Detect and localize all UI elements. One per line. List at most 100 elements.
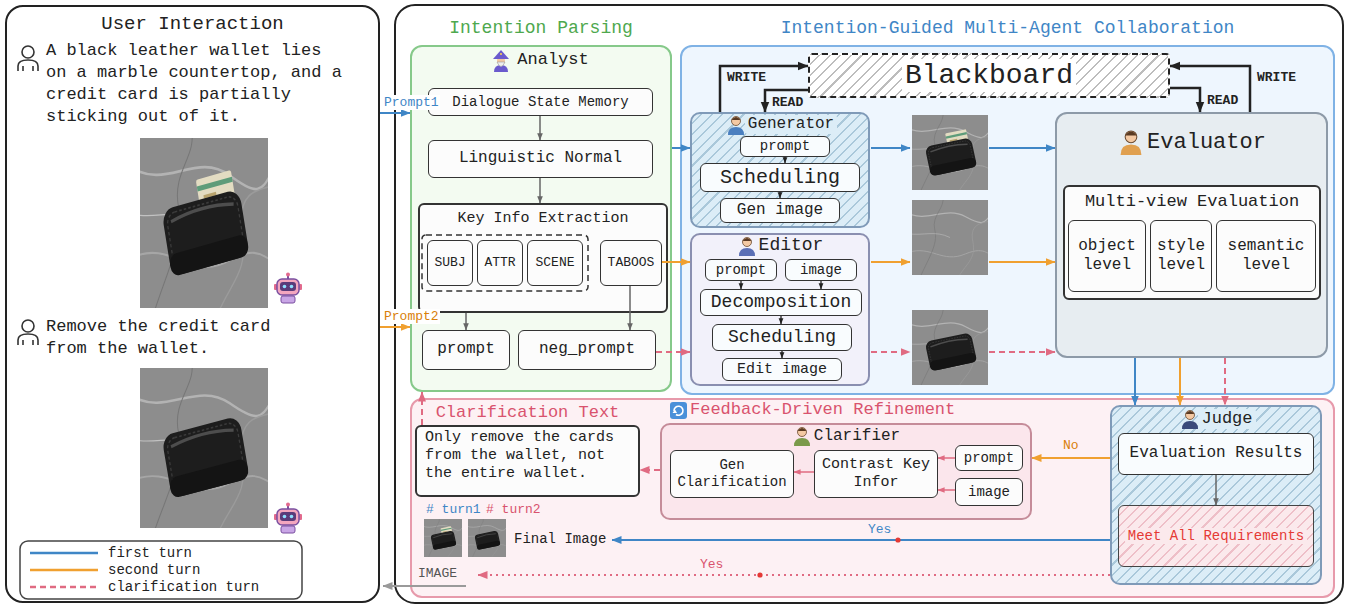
box-label: Decomposition — [711, 292, 851, 314]
note-label: # turn2 — [486, 502, 541, 518]
box-body: Only remove the cards from the wallet, n… — [425, 429, 630, 483]
criterion-box: style level — [1150, 220, 1212, 292]
outer-panel — [395, 5, 1343, 603]
legend-text: second turn — [108, 562, 200, 578]
criterion-box: object level — [1068, 220, 1146, 292]
wizard-icon — [493, 50, 509, 72]
box-heading: Judge — [1198, 409, 1255, 429]
connector-arrow — [1134, 358, 1136, 405]
agent-icon — [794, 428, 810, 447]
legend-row: clarification turn — [28, 579, 259, 595]
flow-arrow — [989, 261, 1055, 263]
process-box: Linguistic Normal — [428, 140, 653, 178]
box-label: neg_prompt — [539, 340, 635, 359]
box-heading: User Interaction — [101, 13, 283, 36]
connector-arrow — [938, 457, 955, 459]
agent-box: object levelstyle levelsemantic levelMul… — [1055, 112, 1328, 358]
legend-sample — [28, 546, 100, 560]
group-box: SUBJATTRSCENETABOOSKey Info Extraction — [418, 203, 668, 313]
photo — [466, 517, 508, 559]
connector-arrow — [539, 116, 541, 140]
connector-arrow — [820, 281, 821, 289]
box-heading: Clarification Text — [436, 403, 620, 423]
step-box: Gen image — [720, 198, 840, 223]
connector-arrow — [640, 469, 660, 471]
connector-arrow — [740, 281, 741, 289]
label-anchor: No — [1062, 438, 1080, 453]
box-label: SUBJ — [434, 255, 465, 271]
step-box: image — [785, 259, 857, 281]
connector-arrow — [938, 489, 955, 491]
box-label: Gen image — [737, 201, 823, 220]
connector-arrow — [421, 392, 423, 425]
label-anchor: WRITE — [1256, 70, 1297, 85]
box-heading: Intention-Guided Multi-Agent Collaborati… — [781, 18, 1235, 40]
connector-arrow — [779, 192, 780, 198]
edge-label: READ — [771, 95, 804, 110]
edge-label: WRITE — [726, 70, 767, 85]
decision-box: Meet All Requirements — [1118, 505, 1314, 567]
group-box: object levelstyle levelsemantic levelMul… — [1063, 185, 1321, 300]
photo — [134, 130, 275, 317]
connector-arrow — [380, 326, 410, 328]
photo — [908, 196, 992, 279]
note-label: Final Image — [514, 531, 606, 548]
user-icon — [18, 46, 38, 71]
label-anchor: Prompt1 — [383, 95, 440, 110]
box-label: prompt — [760, 138, 810, 155]
label-anchor: READ — [1206, 93, 1239, 108]
agent-box: prompt imageDecompositionSchedulingEdit i… — [690, 233, 870, 386]
connector-arrow — [1170, 88, 1200, 112]
edge-label: WRITE — [1256, 70, 1297, 85]
label-anchor: # turn2 — [486, 502, 541, 518]
label-anchor: READ — [771, 95, 804, 110]
refresh-icon — [670, 402, 687, 419]
photo — [908, 111, 992, 194]
box-label: Scheduling — [720, 166, 840, 190]
note-label: IMAGE — [418, 566, 457, 582]
edge-label: No — [1062, 438, 1080, 453]
step-box: Scheduling — [712, 324, 852, 351]
legend-box — [20, 541, 302, 599]
connector-arrow — [1215, 475, 1217, 505]
connector-arrow — [380, 112, 410, 114]
marker-dot — [895, 537, 900, 542]
field-box: ATTR — [477, 240, 523, 286]
flow-arrow — [871, 351, 910, 353]
legend-row: first turn — [28, 545, 192, 561]
box-label: Scheduling — [728, 327, 836, 349]
note-label: # turn1 — [426, 502, 481, 518]
step-box: prompt — [705, 259, 777, 281]
box-label: Contrast Key Infor — [819, 456, 933, 492]
flow-arrow — [989, 351, 1055, 353]
blackboard-box: Blackboard — [808, 53, 1170, 98]
box-label: style level — [1155, 237, 1207, 275]
box-label: prompt — [437, 340, 495, 359]
box-heading: Generator — [745, 115, 837, 134]
label-anchor: Remove the credit card from the wallet. — [46, 316, 308, 360]
box-label: TABOOS — [608, 255, 655, 271]
flow-arrow — [383, 148, 1110, 586]
connector-arrow — [465, 313, 467, 330]
agent-icon — [739, 238, 755, 257]
output-box: neg_prompt — [518, 330, 656, 370]
connector-arrow — [1032, 457, 1110, 459]
label-anchor: Final Image — [514, 531, 606, 548]
box-label: SCENE — [535, 255, 574, 271]
connector-arrow — [765, 90, 808, 112]
connector-arrow — [1170, 66, 1250, 112]
step-box: Edit image — [722, 358, 842, 381]
connector-arrow — [656, 351, 690, 353]
box-label: prompt — [964, 450, 1014, 467]
flow-arrow — [871, 147, 910, 149]
flow-arrow — [383, 585, 466, 587]
box-label: image — [968, 484, 1010, 501]
field-box: SCENE — [527, 240, 583, 286]
step-box: Decomposition — [700, 289, 862, 316]
legend-text: clarification turn — [108, 579, 259, 595]
box-label: Evaluation Results — [1130, 444, 1303, 463]
flow-arrow — [612, 539, 1110, 541]
field-box: TABOOS — [600, 240, 662, 286]
box-label: prompt — [716, 262, 766, 279]
